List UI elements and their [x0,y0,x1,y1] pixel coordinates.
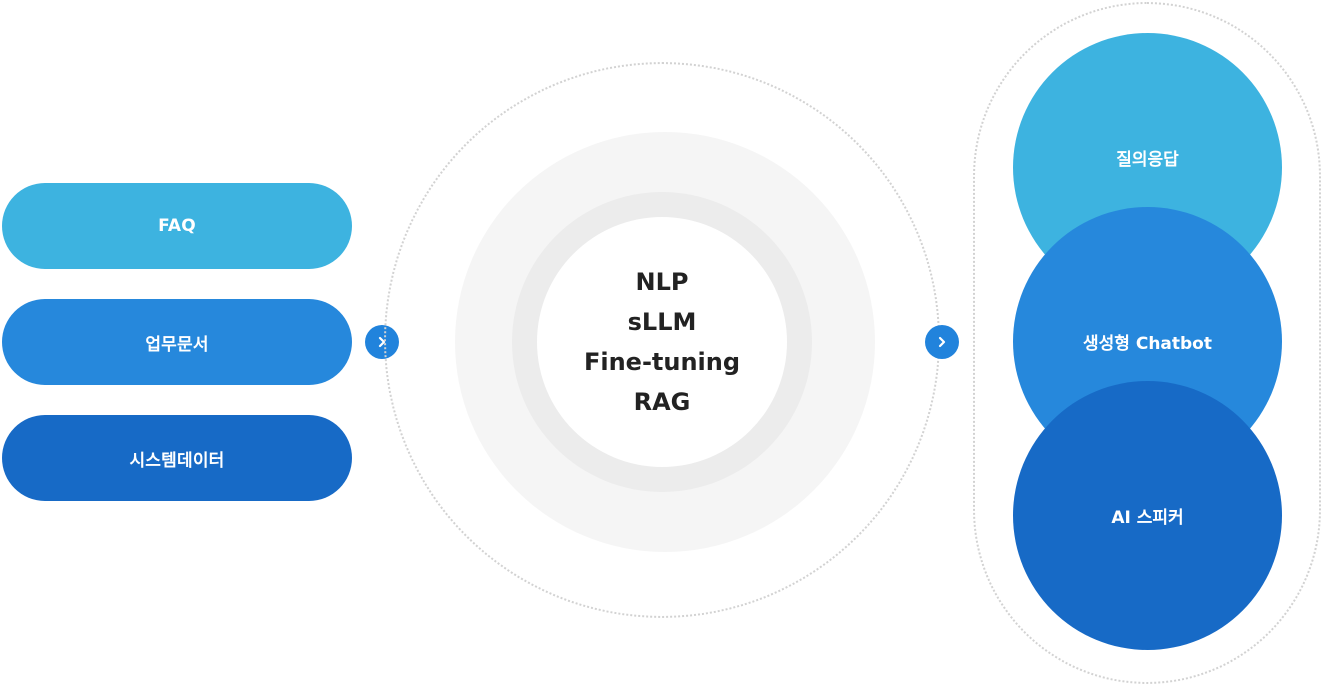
core-technology-list: NLP sLLM Fine-tuning RAG [537,217,787,467]
input-pill-system-data: 시스템데이터 [2,415,352,501]
input-pill-documents: 업무문서 [2,299,352,385]
input-label: FAQ [158,216,196,236]
output-circle-ai-speaker: AI 스피커 [1013,381,1282,650]
outputs-dotted-frame [973,2,1321,684]
core-item-nlp: NLP [635,268,689,296]
core-item-fine-tuning: Fine-tuning [583,348,741,376]
output-label: AI 스피커 [1111,508,1184,528]
chevron-right-icon [925,325,959,359]
output-label: 생성형 Chatbot [1083,334,1212,354]
output-label: 질의응답 [1116,150,1179,170]
core-item-sllm: sLLM [627,308,697,336]
input-label: 시스템데이터 [129,450,225,471]
input-pill-faq: FAQ [2,183,352,269]
core-circle [537,217,787,467]
core-item-rag: RAG [633,388,691,416]
input-label: 업무문서 [145,334,209,355]
